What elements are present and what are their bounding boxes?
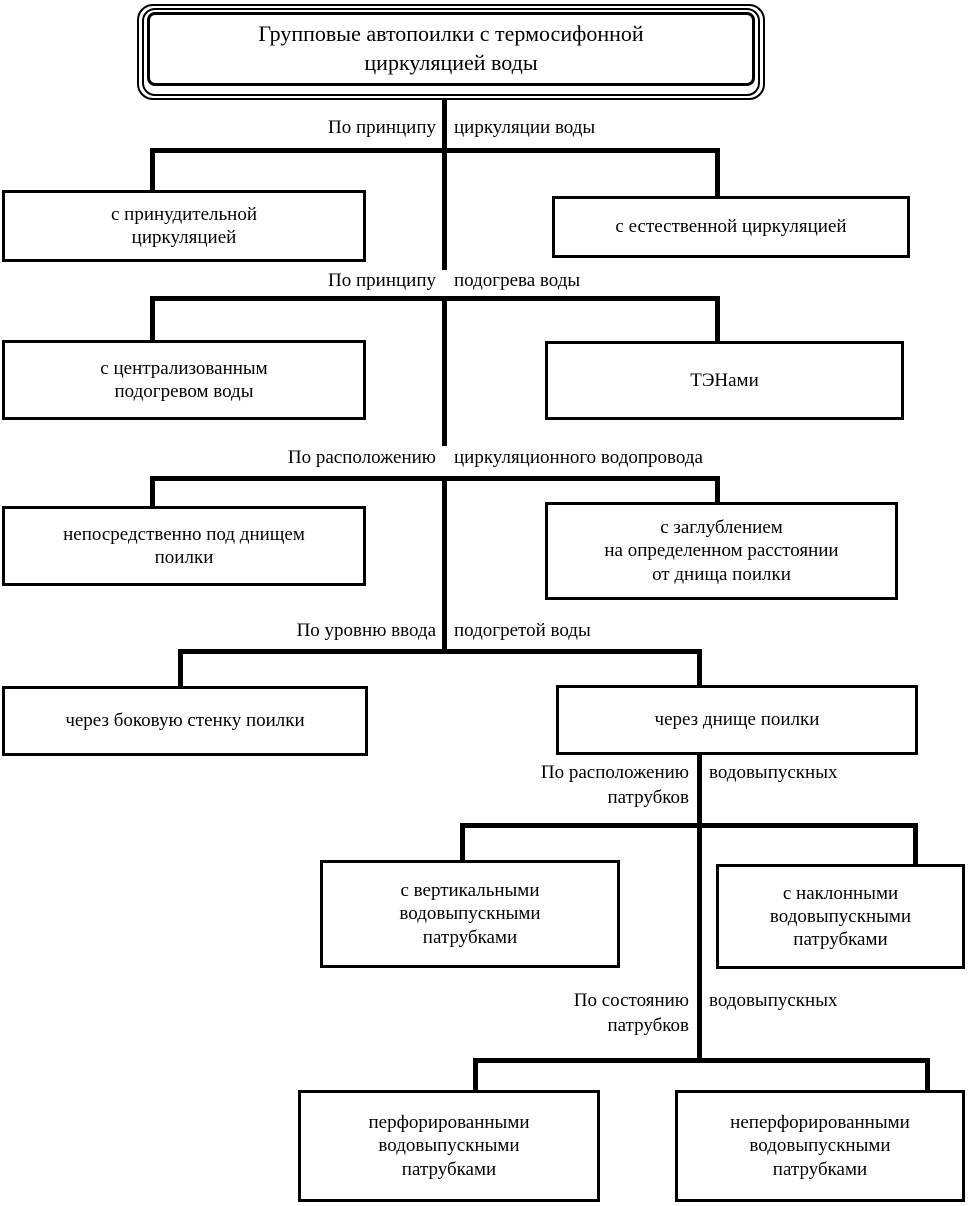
box-through-bottom-text: через днище поилки	[654, 709, 820, 731]
box-vertical-outlets: с вертикальными водовыпускными патрубкам…	[320, 860, 620, 968]
trunk-segment-title-to-level1	[442, 100, 447, 130]
level-2-label-right: подогрева воды	[454, 270, 581, 291]
level-4-label-left: По уровню ввода	[296, 620, 436, 641]
box-nonperforated-outlets: неперфорированными водовыпускными патруб…	[675, 1090, 965, 1202]
trunk-segment-level1-to-level2	[442, 148, 447, 270]
box-through-side-wall: через боковую стенку поилки	[2, 686, 368, 756]
level-3-drop-left	[150, 476, 155, 508]
level-1-drop-left	[150, 148, 155, 192]
level-6-drop-left	[473, 1058, 478, 1092]
level-2-drop-right	[715, 296, 720, 344]
trunk-segment-level2-to-level3	[442, 296, 447, 446]
box-with-deepening: с заглублением на определенном расстояни…	[545, 502, 898, 600]
box-directly-under-bottom: непосредственно под днищем поилки	[2, 506, 366, 586]
box-natural-circulation-text: с естественной циркуляцией	[615, 216, 847, 238]
box-tens-text: ТЭНами	[690, 369, 759, 391]
trunk-segment-into-level6-bar	[697, 999, 702, 1059]
level-1-drop-right	[715, 148, 720, 196]
level-6-label-right: водовыпускных	[709, 990, 838, 1011]
box-natural-circulation: с естественной циркуляцией	[552, 196, 910, 258]
level-5-label-right: водовыпускных	[709, 762, 838, 783]
level-5-drop-left	[460, 823, 465, 863]
box-with-deepening-text: с заглублением на определенном расстояни…	[604, 517, 839, 585]
box-perforated-outlets: перфорированными водовыпускными патрубка…	[298, 1090, 600, 1202]
level-6-label-left: По состоянию	[573, 990, 689, 1011]
box-nonperforated-outlets-text: неперфорированными водовыпускными патруб…	[730, 1112, 910, 1180]
level-3-drop-right	[715, 476, 720, 504]
trunk-segment-level3-to-level4	[442, 476, 447, 654]
level-6-connector-bar	[473, 1058, 930, 1063]
level-4-label-right: подогретой воды	[454, 620, 591, 641]
level-1-label-right: циркуляции воды	[454, 117, 596, 138]
level-4-connector-bar	[178, 649, 702, 654]
level-1-connector-bar	[150, 148, 720, 153]
box-through-side-wall-text: через боковую стенку поилки	[65, 710, 305, 732]
level-1-label-left: По принципу	[328, 117, 436, 138]
box-through-bottom: через днище поилки	[556, 685, 918, 755]
box-forced-circulation-text: с принудительной циркуляцией	[110, 203, 258, 248]
trunk-segment-level1-label	[442, 130, 447, 152]
trunk-segment-level4-to-level5	[697, 755, 702, 827]
box-central-heating: с централизованным подогревом воды	[2, 340, 366, 420]
level-5-connector-bar	[460, 823, 918, 828]
level-3-label-right: циркуляционного водопровода	[454, 447, 703, 468]
diagram-title: Групповые автопоилки с термосифонной цир…	[147, 12, 755, 86]
box-forced-circulation: с принудительной циркуляцией	[2, 190, 366, 262]
level-2-label-left: По принципу	[328, 270, 436, 291]
level-6-drop-right	[925, 1058, 930, 1094]
level-5-label-second-line: патрубков	[607, 787, 689, 808]
level-4-drop-right	[697, 649, 702, 689]
level-2-connector-bar	[150, 296, 720, 301]
trunk-segment-level5-to-level6	[697, 823, 702, 999]
box-inclined-outlets-text: с наклонными водовыпускными патрубками	[769, 882, 912, 951]
box-vertical-outlets-text: с вертикальными водовыпускными патрубкам…	[399, 880, 541, 948]
box-perforated-outlets-text: перфорированными водовыпускными патрубка…	[368, 1112, 530, 1180]
box-directly-under-bottom-text: непосредственно под днищем поилки	[63, 523, 305, 568]
level-4-drop-left	[178, 649, 183, 687]
level-6-label-second-line: патрубков	[607, 1015, 689, 1036]
box-tens: ТЭНами	[545, 341, 904, 420]
level-5-label-left: По расположению	[540, 762, 689, 783]
level-3-connector-bar	[150, 476, 720, 481]
diagram-title-text: Групповые автопоилки с термосифонной цир…	[258, 21, 644, 75]
level-3-label-left: По расположению	[287, 447, 436, 468]
level-2-drop-left	[150, 296, 155, 342]
level-5-drop-right	[913, 823, 918, 865]
box-inclined-outlets: с наклонными водовыпускными патрубками	[716, 864, 965, 969]
box-central-heating-text: с централизованным подогревом воды	[100, 357, 268, 402]
